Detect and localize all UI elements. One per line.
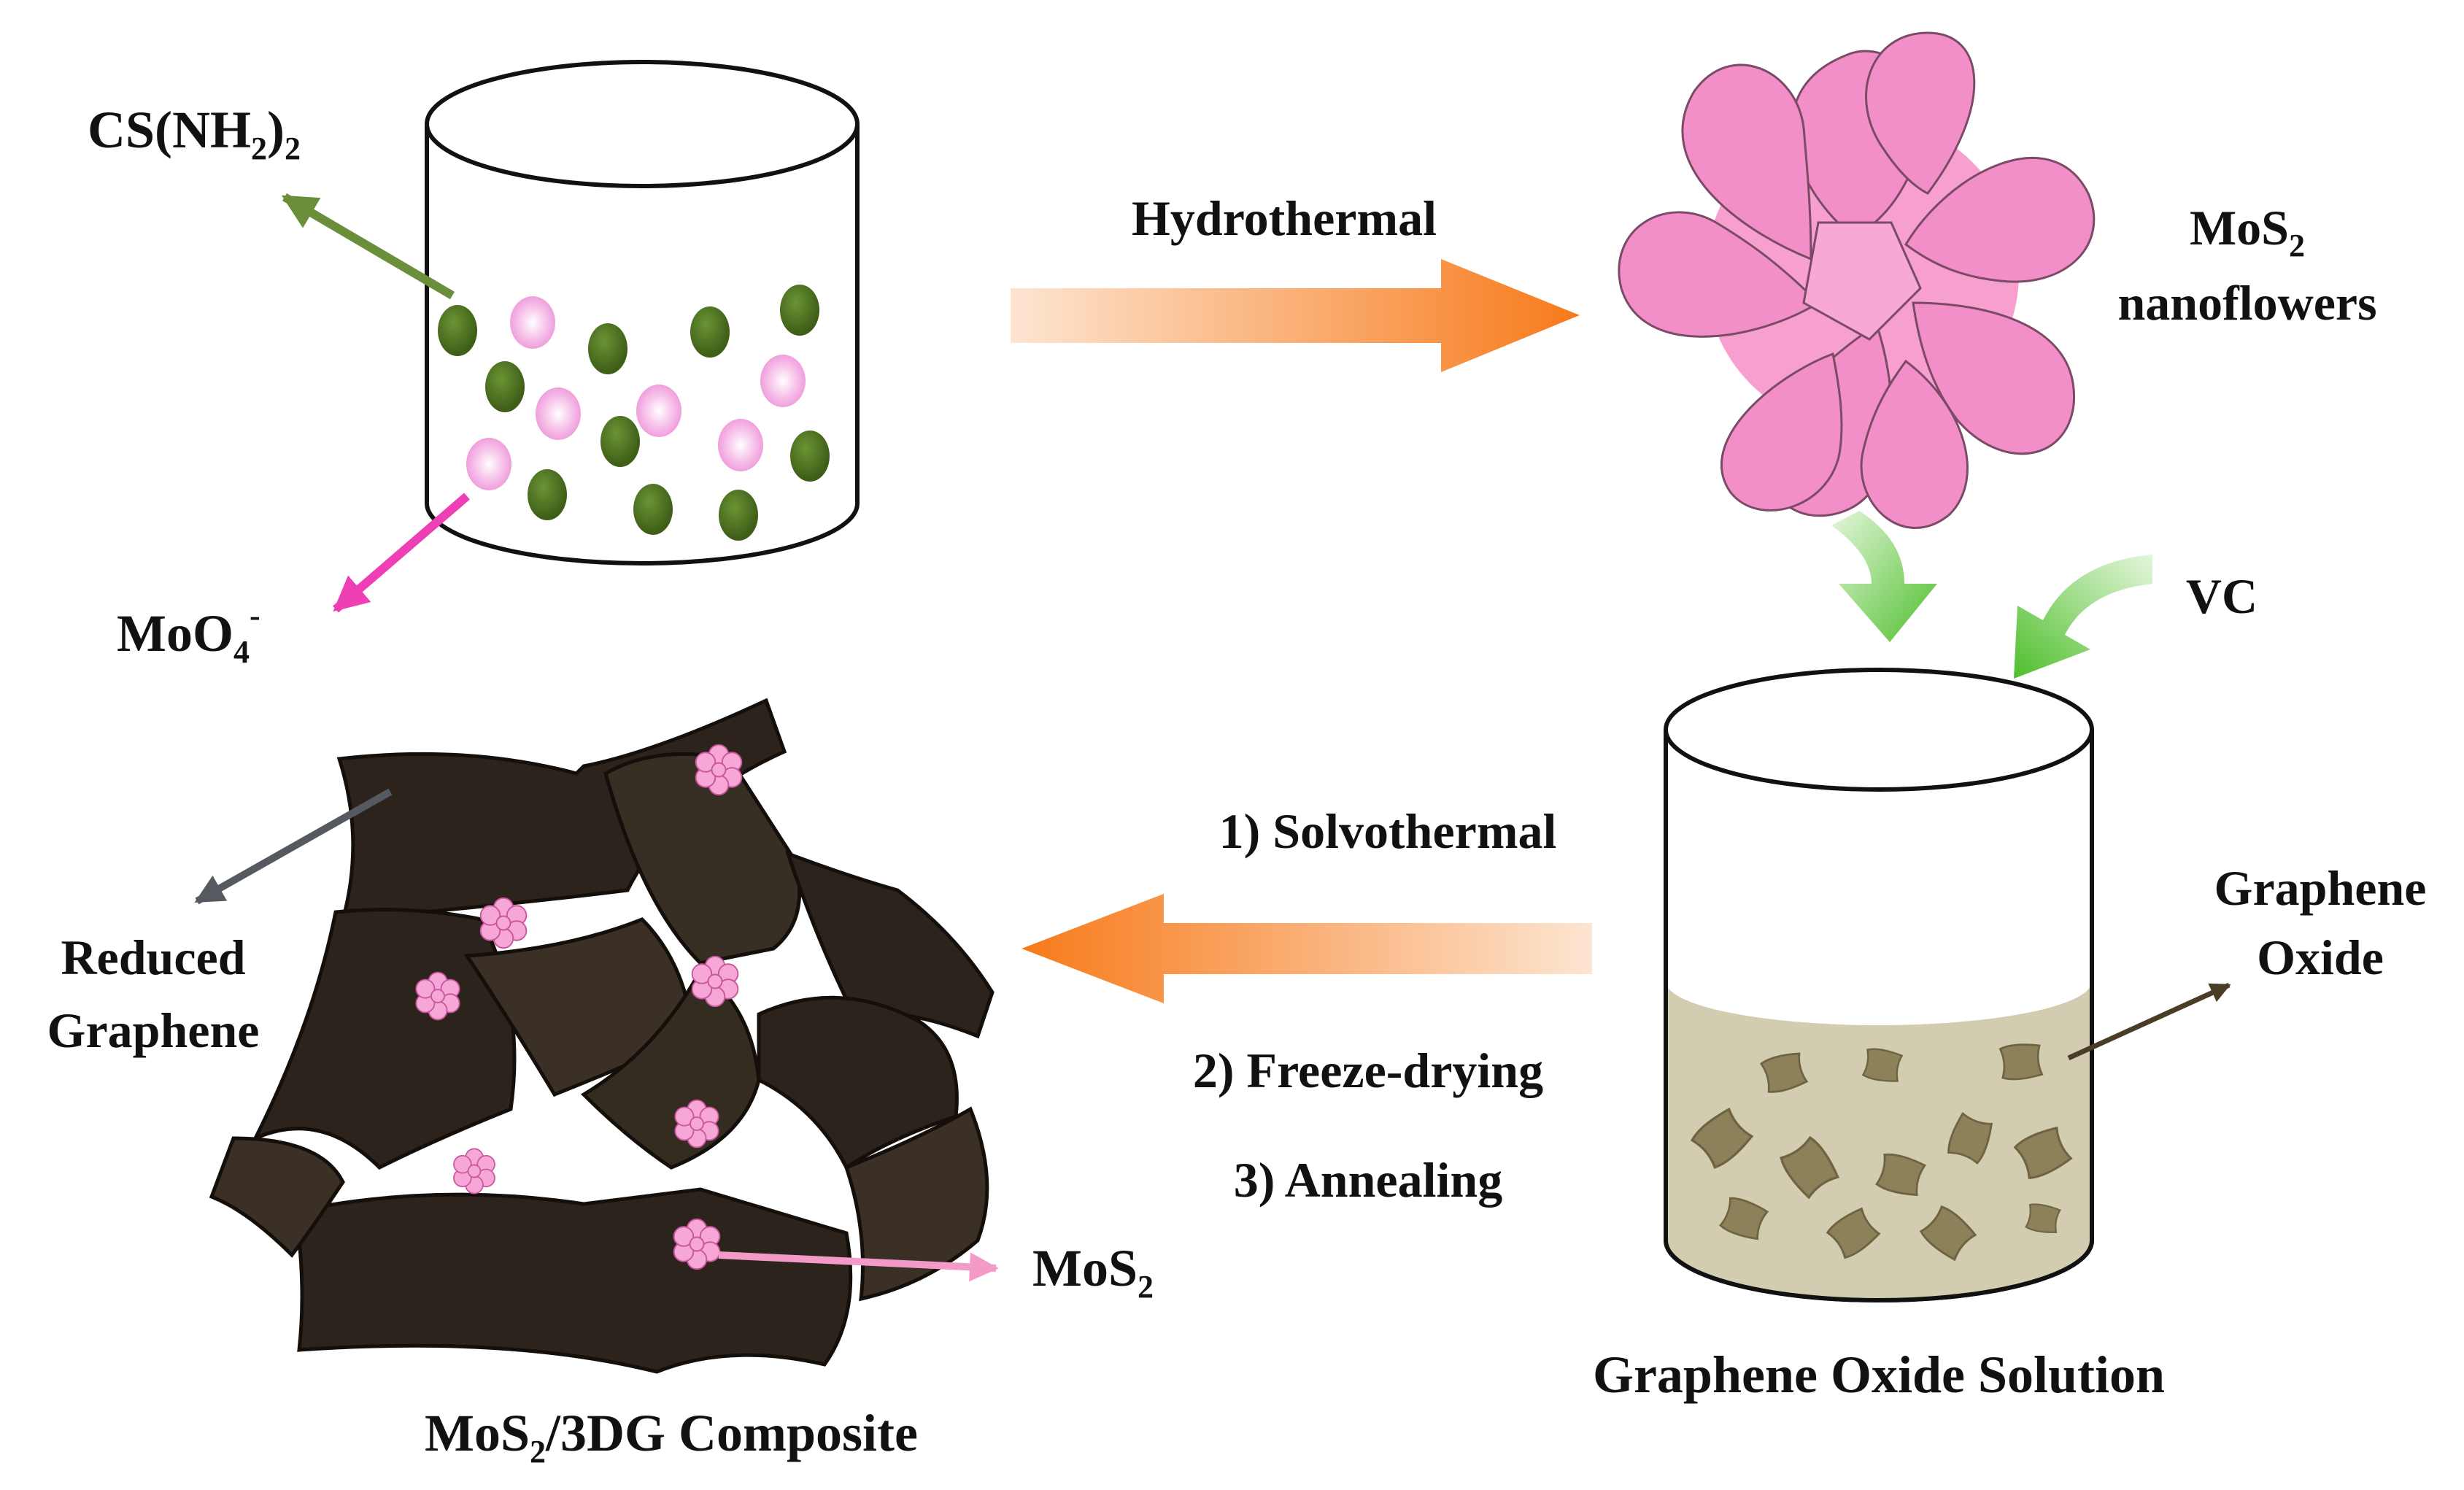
composite-label: MoS2/3DG Composite [425,1404,918,1470]
mos2-label: MoS2 [1032,1239,1154,1305]
mos2-pointer [718,1251,999,1282]
step2-label: 2) Freeze-drying [1193,1043,1543,1098]
green-arrow-vc [2014,555,2152,679]
graphene-oxide-pointer [2067,982,2231,1061]
vc-label: VC [2186,568,2258,624]
molybdate-arrow [333,493,470,613]
graphene-oxide-beaker [1664,668,2094,1302]
reduced-graphene-pointer [194,788,393,905]
mos2-nanoflowers-label-line1: MoS2 [2190,200,2305,263]
hydrothermal-label: Hydrothermal [1132,190,1437,246]
solvothermal-arrow [1021,894,1592,1003]
thiourea-arrow [281,193,455,300]
graphene-oxide-label-line2: Oxide [2257,930,2384,985]
molybdate-label: MoO4- [117,598,260,670]
reduced-graphene-label-line2: Graphene [47,1003,260,1058]
green-arrow-nanoflower [1831,511,1937,642]
graphene-oxide-solution-label: Graphene Oxide Solution [1593,1346,2165,1404]
thiourea-particles [438,285,830,541]
mos2-nanoflower [1618,31,2096,529]
molybdate-particles [466,296,806,490]
mos2-3dg-composite [209,698,995,1374]
precursor-beaker [425,60,860,565]
step3-label: 3) Annealing [1234,1152,1502,1208]
graphene-oxide-label-line1: Graphene [2214,860,2427,916]
hydrothermal-arrow [1011,259,1580,372]
step1-label: 1) Solvothermal [1219,803,1557,859]
thiourea-label: CS(NH2)2 [88,101,301,166]
mos2-nanoflowers-label-line2: nanoflowers [2117,275,2376,331]
reduced-graphene-label-line1: Reduced [61,930,245,985]
